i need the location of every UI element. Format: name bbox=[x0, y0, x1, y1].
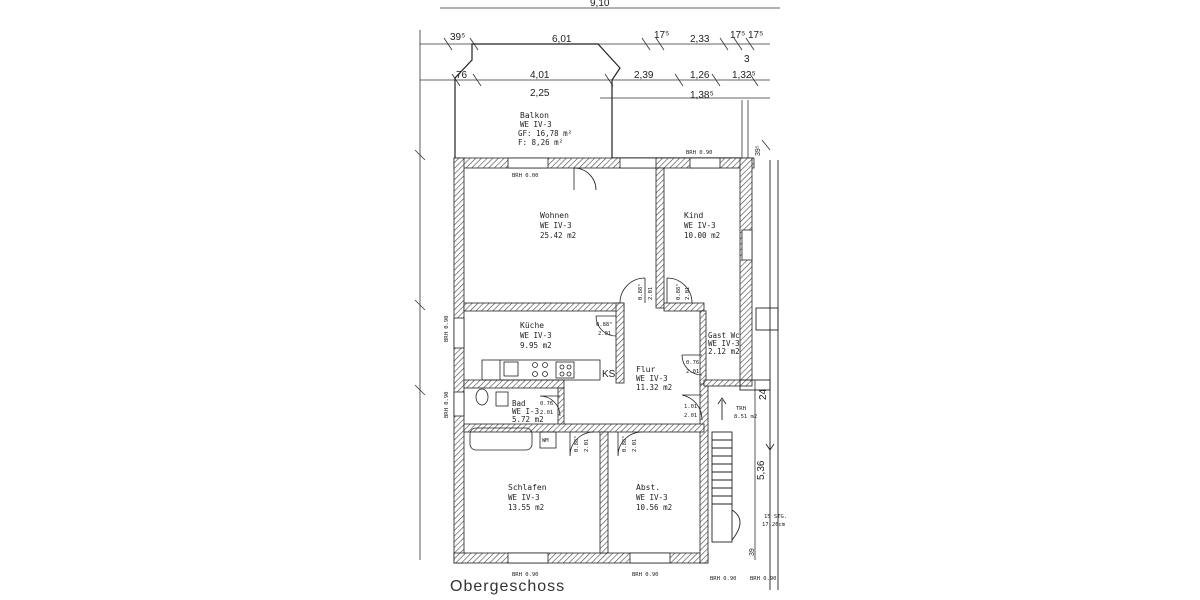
room-code: WE IV-3 bbox=[520, 331, 552, 340]
window-label: BRH 0.90 bbox=[444, 392, 450, 419]
dim-label: 39⁵ bbox=[755, 145, 762, 156]
dim-overall-width: 9,10 bbox=[590, 0, 610, 9]
dim-label: 2,33 bbox=[690, 34, 710, 45]
door-label: 0.88⁵ bbox=[596, 321, 613, 328]
washing-machine-label: WM bbox=[542, 438, 549, 444]
dim-label: 3 bbox=[744, 54, 750, 65]
room-name: 15 STG. bbox=[764, 514, 787, 520]
room-code: WE IV-3 bbox=[708, 339, 740, 348]
room-area: 13.55 m2 bbox=[508, 503, 544, 512]
dim-label: 4,01 bbox=[530, 70, 550, 81]
door-label: 2.01 bbox=[686, 369, 699, 375]
room-code: WE IV-3 bbox=[508, 493, 540, 502]
room-code: WE I-3 bbox=[512, 407, 539, 416]
room-area: 2.12 m2 bbox=[708, 347, 740, 356]
window-label: BRH 0.00 bbox=[512, 173, 539, 179]
fridge-label: KS bbox=[602, 369, 616, 380]
room-area: 17.26cm bbox=[762, 522, 786, 528]
room-name: Schlafen bbox=[508, 483, 547, 492]
stairwell bbox=[711, 160, 779, 590]
room-area: GF: 16,78 m² bbox=[518, 129, 572, 138]
room-name: Wohnen bbox=[540, 211, 569, 220]
dim-label: 1,38⁵ bbox=[690, 90, 714, 101]
door-label: 1.01 bbox=[684, 404, 697, 410]
room-area: F: 8,26 m² bbox=[518, 138, 563, 147]
dim-label: 76 bbox=[456, 70, 468, 81]
room-name: Kind bbox=[684, 211, 703, 220]
dim-label: 17⁵ bbox=[654, 30, 669, 41]
door-label: 0.88⁵ bbox=[573, 435, 580, 452]
room-area: 8.51 m2 bbox=[734, 414, 757, 420]
dim-label: 1,32⁵ bbox=[732, 70, 756, 81]
dim-label: 39⁵ bbox=[450, 32, 465, 43]
doors bbox=[539, 167, 703, 457]
dim-label: 6,01 bbox=[552, 34, 572, 45]
door-label: 2.01 bbox=[584, 439, 590, 452]
door-label: 2.01 bbox=[685, 287, 691, 300]
floor-caption: Obergeschoss bbox=[450, 578, 566, 595]
room-code: WE IV-3 bbox=[540, 221, 572, 230]
door-label: 0.88⁵ bbox=[637, 283, 644, 300]
room-name: Küche bbox=[520, 321, 544, 330]
dim-label: 5,36 bbox=[756, 460, 767, 480]
door-label: 2.01 bbox=[684, 413, 697, 419]
door-label: 2.01 bbox=[598, 331, 611, 337]
walls bbox=[453, 157, 755, 564]
room-name: Bad bbox=[512, 399, 526, 408]
room-area: 5.72 m2 bbox=[512, 415, 544, 424]
door-label: 0.88⁵ bbox=[675, 283, 682, 300]
dim-label: 1,26 bbox=[690, 70, 710, 81]
room-name: Balkon bbox=[520, 111, 549, 120]
room-name: Flur bbox=[636, 365, 655, 374]
bathroom-fixtures bbox=[469, 388, 557, 451]
dim-label: 2,39 bbox=[634, 70, 654, 81]
room-name: Abst. bbox=[636, 483, 660, 492]
room-area: 10.56 m2 bbox=[636, 503, 672, 512]
window-label: BRH 0.90 bbox=[710, 576, 737, 582]
door-label: 0.76 bbox=[540, 401, 553, 407]
room-area: 10.00 m2 bbox=[684, 231, 720, 240]
dimension-lines bbox=[414, 7, 780, 560]
kitchen-counter bbox=[481, 359, 601, 381]
door-label: 2.01 bbox=[632, 439, 638, 452]
window-label: BRH 0.90 bbox=[686, 150, 713, 156]
window-label: BRH 0.90 bbox=[750, 576, 777, 582]
room-name: Gast Wc bbox=[708, 331, 740, 340]
dim-label: 17⁵ bbox=[748, 30, 763, 41]
dim-label: 24 bbox=[758, 388, 769, 400]
room-area: 9.95 m2 bbox=[520, 341, 552, 350]
dim-label: 39 bbox=[749, 548, 756, 556]
door-label: 0.88⁵ bbox=[621, 435, 628, 452]
window-label: BRH 0.90 bbox=[512, 572, 539, 578]
door-label: 0.76 bbox=[686, 360, 699, 366]
windows bbox=[453, 157, 753, 564]
dim-label: 2,25 bbox=[530, 88, 550, 99]
room-area: 25.42 m2 bbox=[540, 231, 576, 240]
dim-label: 17⁵ bbox=[730, 30, 745, 41]
window-label: BRH 0.90 bbox=[444, 316, 450, 343]
room-code: WE IV-3 bbox=[636, 374, 668, 383]
door-label: 2.01 bbox=[540, 410, 553, 416]
balcony bbox=[454, 43, 740, 159]
room-code: WE IV-3 bbox=[636, 493, 668, 502]
room-labels: Balkon WE IV-3 GF: 16,78 m² F: 8,26 m² W… bbox=[508, 111, 787, 528]
room-name: TRH bbox=[736, 406, 746, 412]
room-area: 11.32 m2 bbox=[636, 383, 672, 392]
window-label: BRH 0.90 bbox=[632, 572, 659, 578]
room-code: WE IV-3 bbox=[684, 221, 716, 230]
door-label: 2.01 bbox=[648, 287, 654, 300]
room-code: WE IV-3 bbox=[520, 120, 552, 129]
